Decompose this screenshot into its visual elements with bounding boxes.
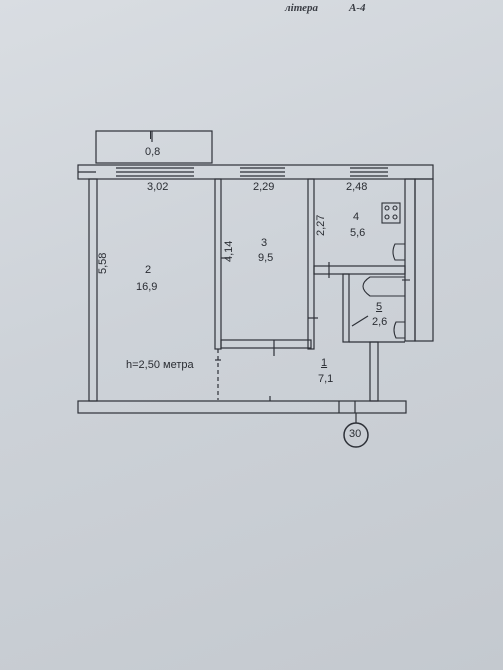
- partition-room3-room4: [307, 178, 315, 350]
- bathroom-door: [351, 315, 369, 327]
- room-1-area: 7,1: [318, 373, 334, 385]
- dim-room4-length: 2,27: [315, 214, 327, 236]
- room-2-number: 2: [145, 264, 152, 276]
- left-wall: [88, 178, 98, 402]
- dim-room2-width: 3,02: [147, 181, 169, 193]
- room-5-number: 5: [376, 301, 383, 313]
- letter-value: А-4: [349, 2, 366, 14]
- dim-room3-width: 2,29: [253, 181, 275, 193]
- dim-room2-length: 5,58: [97, 252, 109, 274]
- toilet-icon: [393, 321, 405, 339]
- room-4-area: 5,6: [350, 227, 366, 239]
- room-5-area: 2,6: [372, 316, 388, 328]
- balcony-outline: [95, 130, 213, 164]
- top-windows: [116, 167, 388, 177]
- room4-bottom-wall: [313, 265, 406, 275]
- ceiling-height: h=2,50 метра: [126, 359, 194, 371]
- bottom-wall: [77, 400, 407, 414]
- partition-room2-room3: [214, 178, 222, 350]
- room3-bottom-wall: [220, 339, 312, 349]
- letter-label: літера: [285, 2, 318, 14]
- room-3-area: 9,5: [258, 252, 274, 264]
- sink-icon: [392, 243, 405, 261]
- right-wall: [404, 178, 416, 342]
- dim-room4-width: 2,48: [346, 181, 368, 193]
- right-wall-outer: [414, 178, 434, 342]
- room-1-number: 1: [321, 357, 328, 369]
- room-3-number: 3: [261, 237, 268, 249]
- bathroom-left-wall: [342, 273, 350, 343]
- corridor-right-wall: [369, 341, 379, 402]
- apartment-number: 30: [349, 428, 362, 440]
- stove-icon: [381, 202, 401, 224]
- bathtub-icon: [362, 276, 410, 297]
- room-4-number: 4: [353, 211, 360, 223]
- room-2-area: 16,9: [136, 281, 158, 293]
- dim-room3-length: 4,14: [223, 240, 235, 262]
- room-I-area: 0,8: [145, 146, 161, 158]
- room-I-number: I: [149, 130, 153, 142]
